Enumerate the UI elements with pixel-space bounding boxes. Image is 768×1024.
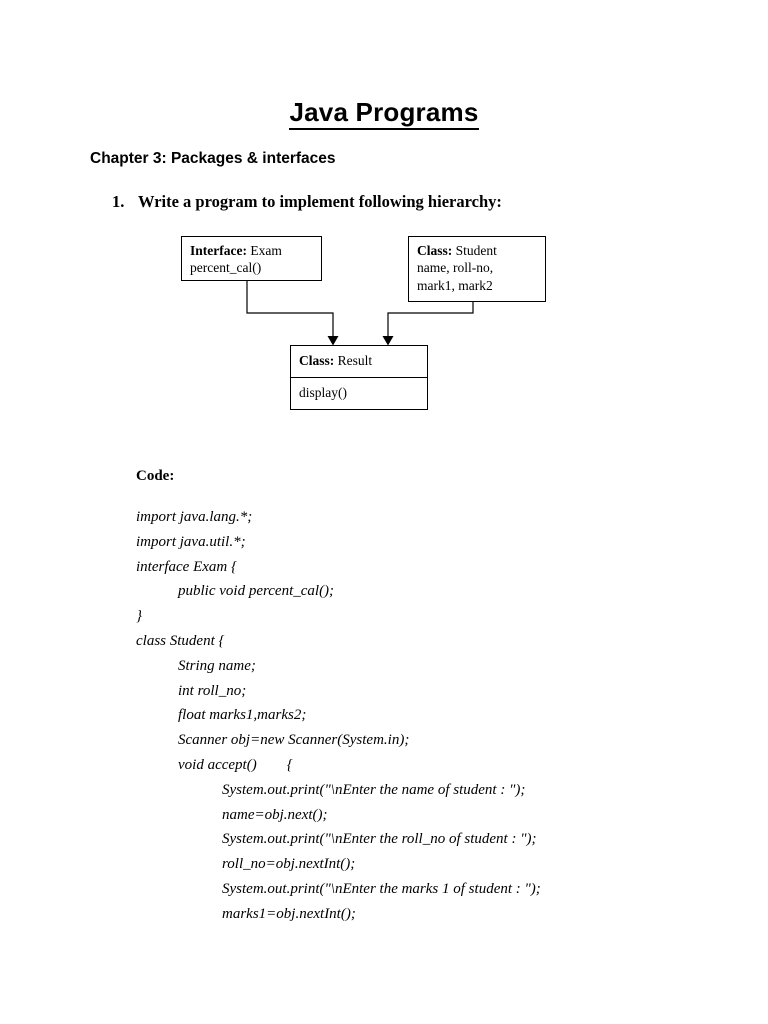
uml-box-interface-exam-header: Interface: Exam	[190, 242, 314, 259]
uml-keyword-class-result: Class:	[299, 353, 335, 368]
code-line: name=obj.next();	[222, 806, 328, 823]
uml-name-result: Result	[337, 353, 373, 368]
code-block: import java.lang.*; import java.util.*; in…	[136, 505, 736, 927]
code-line: float marks1,marks2;	[178, 707, 307, 724]
connector-interface-to-result	[246, 281, 334, 337]
uml-member-percent-cal: percent_cal()	[190, 260, 262, 276]
code-line: class Student {	[136, 632, 225, 649]
code-line: roll_no=obj.nextInt();	[222, 856, 356, 873]
code-line: System.out.print("\nEnter the roll_no of…	[222, 831, 537, 848]
uml-member-student-1: name, roll-no,	[417, 260, 494, 276]
code-line: String name;	[178, 657, 256, 674]
question-item: 1. Write a program to implement following…	[112, 192, 502, 212]
uml-name-exam: Exam	[250, 243, 282, 258]
code-line: void accept() {	[178, 756, 293, 773]
question-text: Write a program to implement following h…	[138, 192, 502, 211]
uml-box-class-result: Class: Result display()	[290, 345, 428, 410]
uml-name-student: Student	[455, 243, 497, 258]
uml-keyword-class-student: Class:	[417, 243, 453, 258]
uml-box-interface-exam: Interface: Exam percent_cal()	[181, 236, 322, 281]
code-line: Scanner obj=new Scanner(System.in);	[178, 732, 410, 749]
uml-box-class-result-header: Class: Result	[291, 346, 427, 378]
page-title: Java Programs	[0, 97, 768, 130]
code-line: import java.util.*;	[136, 533, 246, 550]
uml-box-class-student: Class: Student name, roll-no, mark1, mar…	[408, 236, 546, 302]
code-line: import java.lang.*;	[136, 509, 253, 525]
uml-member-student-2: mark1, mark2	[417, 277, 493, 293]
code-line: System.out.print("\nEnter the name of st…	[222, 781, 526, 798]
code-line: System.out.print("\nEnter the marks 1 of…	[222, 880, 541, 897]
code-line: interface Exam {	[136, 558, 237, 575]
code-label: Code:	[136, 468, 175, 484]
chapter-heading: Chapter 3: Packages & interfaces	[90, 150, 336, 167]
code-line: public void percent_cal();	[178, 583, 335, 600]
question-number: 1.	[112, 192, 125, 211]
page-title-text: Java Programs	[289, 97, 479, 130]
uml-keyword-interface: Interface:	[190, 243, 247, 258]
uml-member-display: display()	[299, 385, 347, 400]
connector-student-to-result	[387, 302, 474, 337]
code-line: int roll_no;	[178, 682, 247, 699]
uml-box-class-student-header: Class: Student	[417, 242, 538, 259]
code-line: }	[136, 608, 142, 625]
code-line: marks1=obj.nextInt();	[222, 905, 356, 922]
